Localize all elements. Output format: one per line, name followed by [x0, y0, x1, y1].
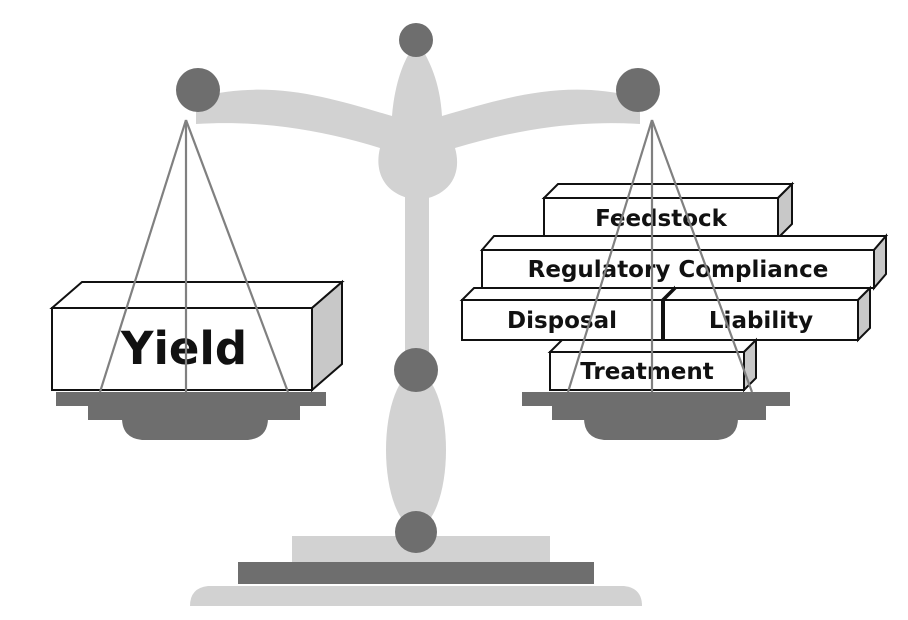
- beam-top-knob: [399, 23, 433, 57]
- box-feedstock-top: [541, 183, 795, 199]
- box-liability: Liability: [661, 285, 873, 343]
- base-bottom-plate: [190, 586, 642, 606]
- box-regulatory-compliance-top: [479, 235, 889, 251]
- column-lower-bulb: [386, 372, 446, 528]
- box-liability-label: Liability: [709, 308, 813, 334]
- column-middle-knob: [394, 348, 438, 392]
- left-pan-bowl: [122, 418, 268, 440]
- scale-column: [386, 180, 446, 553]
- left-pan-strings: [98, 119, 290, 393]
- box-treatment-label: Treatment: [580, 359, 714, 385]
- right-pan-assembly: Feedstock Regulatory Compliance Disposal…: [459, 119, 889, 440]
- box-treatment-face: [549, 351, 745, 391]
- beam-shape: [196, 52, 640, 200]
- box-feedstock-label: Feedstock: [595, 206, 728, 232]
- box-regulatory-compliance: Regulatory Compliance: [479, 233, 889, 291]
- right-pan-plate: [522, 392, 790, 406]
- box-liability-face: [663, 299, 859, 341]
- left-string-outer-left: [98, 119, 188, 393]
- right-pan-lower-rim: [552, 404, 766, 420]
- box-feedstock: Feedstock: [541, 181, 795, 241]
- left-pan-plate: [56, 392, 326, 406]
- right-pan-bowl: [584, 418, 738, 440]
- box-disposal-label: Disposal: [507, 308, 617, 334]
- box-yield-face: [51, 307, 313, 391]
- box-yield-top: [49, 281, 345, 309]
- box-disposal: Disposal: [459, 285, 677, 343]
- left-string-outer-right: [184, 119, 290, 393]
- box-liability-top: [661, 287, 873, 301]
- right-string-outer-left: [566, 119, 654, 393]
- right-pan-strings: [566, 119, 754, 393]
- box-yield: Yield: [49, 279, 345, 393]
- box-regulatory-compliance-label: Regulatory Compliance: [528, 257, 829, 283]
- box-disposal-face: [461, 299, 663, 341]
- column-upper-post: [405, 180, 429, 370]
- left-pan-lower-rim: [88, 404, 300, 420]
- scale-beam: [176, 23, 660, 200]
- beam-left-end-knob: [176, 68, 220, 112]
- left-pan-assembly: Yield: [49, 119, 345, 440]
- column-bottom-knob: [395, 511, 437, 553]
- base-middle-step: [238, 562, 594, 584]
- box-yield-label: Yield: [120, 322, 247, 375]
- beam-right-end-knob: [616, 68, 660, 112]
- box-disposal-top: [459, 287, 677, 301]
- right-string-outer-right: [650, 119, 754, 393]
